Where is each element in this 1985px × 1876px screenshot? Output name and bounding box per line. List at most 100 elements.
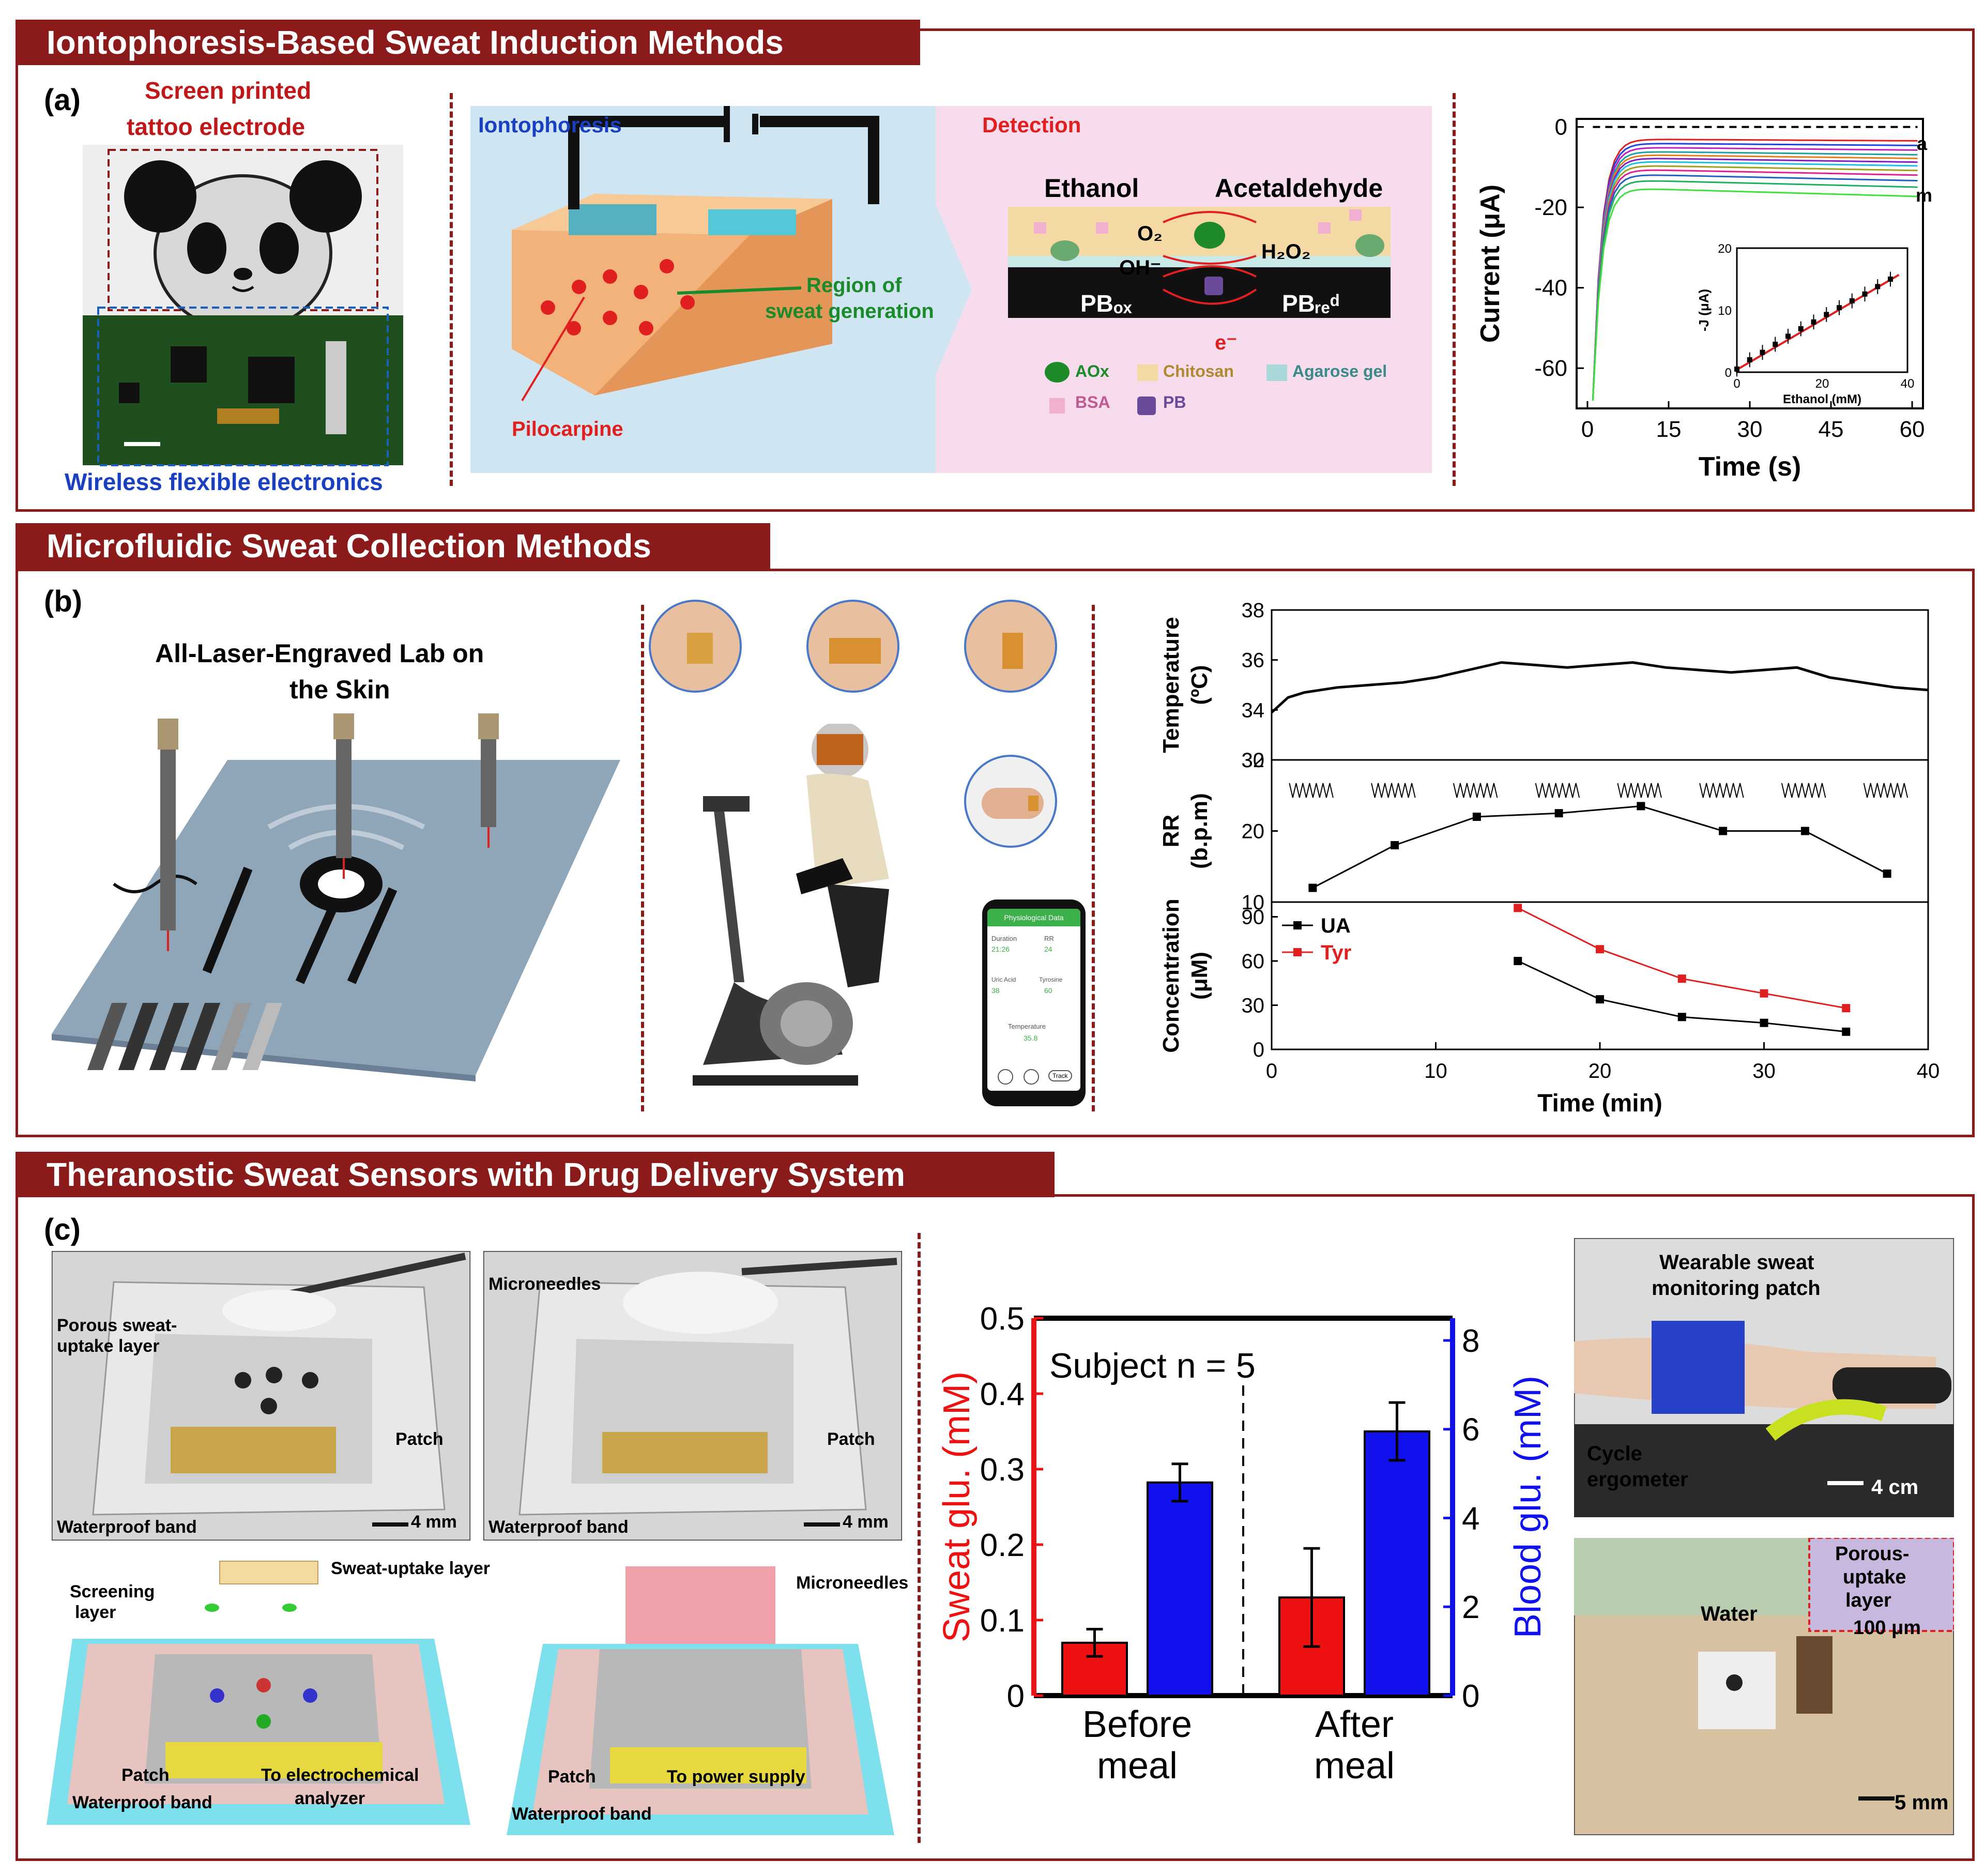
inset-point [1849, 298, 1855, 303]
duration-label: Duration [991, 935, 1017, 942]
track-button[interactable]: Track [1048, 1070, 1072, 1081]
photo2-microneedles: Microneedles [488, 1274, 601, 1294]
right-tick-label: 0 [1462, 1679, 1479, 1714]
region-label-2: sweat generation [765, 300, 934, 323]
back-photo [964, 600, 1057, 693]
series-line-10 [1592, 174, 1918, 401]
inset-y-tick-label: 0 [1725, 366, 1732, 380]
breathing-waveform [1863, 783, 1908, 798]
y-axis-title: Current (μA) [1475, 185, 1505, 343]
y-tick-label: 36 [1242, 649, 1265, 672]
inset-frame [1736, 247, 1908, 373]
x-tick-label: 20 [1589, 1060, 1612, 1082]
right-axis-title: Blood glu. (mM) [1507, 1376, 1549, 1638]
legend-pb: PB [1163, 393, 1186, 411]
series-line-9 [1592, 169, 1918, 401]
porous-patch-photo [52, 1251, 470, 1541]
breathing-waveform [1371, 783, 1416, 798]
o2-label: O₂ [1137, 222, 1163, 245]
panel-frame-1 [1271, 759, 1929, 903]
tattoo-label-1: Screen printed [145, 77, 312, 104]
rr-line [1312, 805, 1888, 889]
x-tick-label: 30 [1752, 1060, 1776, 1082]
diag1-analyzer-2: analyzer [295, 1789, 365, 1808]
diag1-analyzer-1: To electrochemical [261, 1765, 419, 1785]
divider-b2 [1092, 605, 1095, 1111]
photo1-waterproof: Waterproof band [57, 1517, 197, 1537]
breathing-waveform [1535, 783, 1580, 798]
inset-y-tick-label: 10 [1718, 304, 1732, 318]
inset-point [1811, 319, 1816, 325]
y-tick-label: 90 [1242, 906, 1265, 929]
uric-value: 38 [991, 986, 1000, 995]
y-tick-label: 0 [1253, 1039, 1264, 1061]
chart-title: Subject n = 5 [1049, 1346, 1256, 1385]
category-label-line1: Before [1082, 1704, 1192, 1745]
duration-value: 21:26 [991, 945, 1010, 953]
legend-aox: AOx [1075, 362, 1109, 380]
detection-title: Detection [982, 113, 1081, 137]
y-tick-label: 20 [1242, 820, 1265, 843]
divider-b1 [641, 605, 644, 1111]
conc-point-Tyr [1760, 989, 1768, 998]
series-line-12 [1592, 188, 1918, 401]
photo1-scale: 4 mm [411, 1512, 457, 1532]
section-a-frame [16, 28, 1975, 512]
conc-point-Tyr [1677, 974, 1686, 983]
y-axis-unit: (ºC) [1187, 665, 1212, 705]
section-a-banner: Iontophoresis-Based Sweat Induction Meth… [16, 20, 920, 65]
photo4-porous-1: Porous- [1835, 1543, 1910, 1565]
photo3-wearable-1: Wearable sweat [1659, 1251, 1814, 1274]
right-tick-label: 4 [1462, 1501, 1479, 1536]
laser-engraved-diagram [52, 713, 620, 1081]
inset-point [1875, 284, 1881, 289]
legend-label-UA: UA [1321, 914, 1351, 937]
play-icon[interactable] [1024, 1069, 1039, 1085]
conc-point-UA [1514, 957, 1522, 965]
conc-point-UA [1842, 1027, 1851, 1036]
inset-point [1760, 349, 1765, 355]
rr-point [1800, 827, 1809, 835]
photo4-scale-inset: 100 μm [1853, 1617, 1921, 1639]
series-label-end: m [1916, 185, 1932, 206]
series-line-4 [1592, 151, 1918, 401]
physiology-chart: 32343638Temperature(ºC)102030RR(b.p.m)03… [1158, 599, 1940, 1117]
microneedle-diagram [507, 1566, 894, 1835]
photo3-wearable-2: monitoring patch [1652, 1277, 1821, 1300]
inset-x-title: Ethanol (mM) [1783, 392, 1861, 406]
section-b-frame [16, 569, 1975, 1137]
pilocarpine-label: Pilocarpine [512, 418, 623, 440]
h2o2-label: H₂O₂ [1261, 240, 1311, 263]
y-tick-label: 38 [1242, 599, 1265, 622]
series-line-5 [1592, 154, 1918, 401]
inset-x-tick-label: 40 [1901, 377, 1915, 391]
temp-label: Temperature [1008, 1023, 1046, 1030]
glucose-bar-chart: 00.10.20.30.40.502468BeforemealAftermeal… [936, 1301, 1549, 1787]
legend-label-Tyr: Tyr [1321, 941, 1351, 964]
pbox-label: PBₒₓ [1080, 290, 1132, 317]
y-tick-label: 32 [1242, 749, 1265, 772]
inset-point [1862, 291, 1868, 297]
section-c-banner: Theranostic Sweat Sensors with Drug Deli… [16, 1152, 1055, 1197]
breathing-waveform [1453, 783, 1498, 798]
photo1-porous-2: uptake layer [57, 1336, 160, 1356]
inset-point [1824, 312, 1829, 317]
series-line-11 [1592, 180, 1918, 401]
arm-patch-photo [1574, 1238, 1954, 1517]
lab-title-1: All-Laser-Engraved Lab on [155, 639, 484, 668]
left-tick-label: 0 [1007, 1679, 1025, 1714]
inset-point [1837, 305, 1842, 311]
divider-c1 [918, 1233, 921, 1843]
x-tick-label: 30 [1737, 417, 1763, 442]
prev-icon[interactable] [998, 1069, 1013, 1085]
conc-point-Tyr [1596, 945, 1604, 954]
arm-photo [964, 755, 1057, 848]
divider-a2 [1453, 93, 1456, 486]
series-line-7 [1592, 161, 1918, 401]
breathing-waveform [1289, 783, 1334, 798]
photo3-cycle-2: ergometer [1587, 1468, 1688, 1491]
inset-x-tick-label: 0 [1733, 377, 1740, 391]
lab-title-2: the Skin [289, 675, 390, 704]
right-tick-label: 2 [1462, 1590, 1479, 1625]
